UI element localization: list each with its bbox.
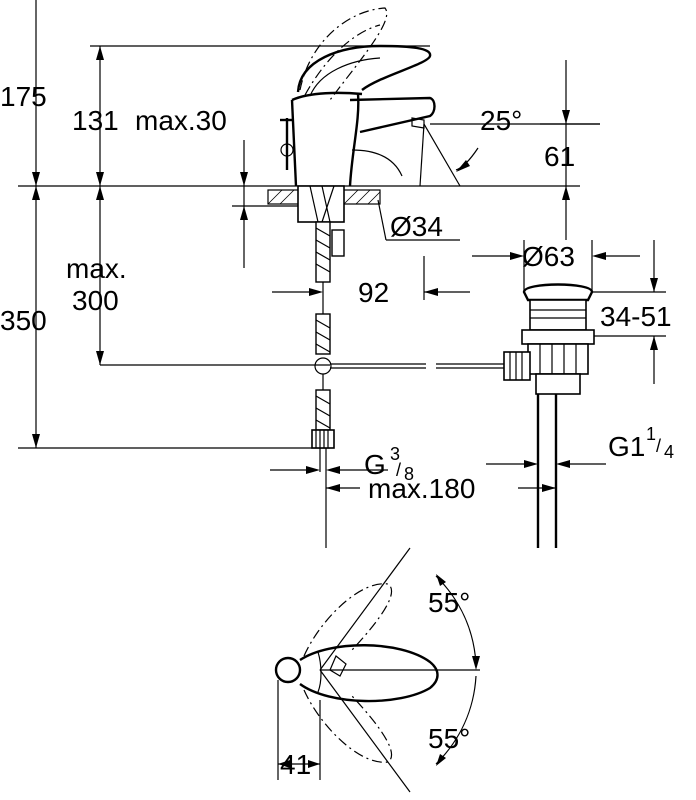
dim-g114-main: G1 [608,431,645,462]
dim-g38-num: 3 [390,444,400,464]
dim-61 [540,60,600,240]
dim-max30-arrows [232,140,300,268]
faucet-side-view [280,7,436,187]
deck-section [267,185,381,223]
waste-valve [503,283,595,548]
dim-angle55-top-label: 55° [428,587,470,618]
flex-hose [311,221,345,548]
dim-max180 [326,484,556,492]
dim-g38-main: G [364,449,386,480]
dim-g38 [270,466,388,474]
dim-g114-den: 4 [664,442,674,462]
dim-g114-slash: / [656,436,661,456]
dim-300-label: 300 [72,285,119,316]
dim-g114-num: 1 [646,424,656,444]
dim-dia63 [472,240,640,292]
dim-131 [96,46,104,365]
dim-dia34-label: Ø34 [390,211,443,242]
faucet-top-view [274,547,480,793]
dim-34-51 [592,240,666,384]
dim-g114 [486,460,606,468]
dim-92 [272,256,470,300]
dim-175-label: 175 [0,81,47,112]
dim-175-350 [32,0,40,448]
dim-41 [278,760,320,768]
dim-61-label: 61 [544,141,575,172]
dim-max30-label: max.30 [135,105,227,136]
dim-41-label: 41 [280,749,311,780]
dim-350-label: 350 [0,305,47,336]
dim-dia63-label: Ø63 [522,241,575,272]
popup-rod [330,363,506,369]
dim-max180-label: max.180 [368,473,475,504]
dim-25-label: 25° [480,105,522,136]
dim-g38-den: 8 [404,464,414,484]
dim-angle55-bottom-label: 55° [428,723,470,754]
dim-max-label: max. [66,253,127,284]
dim-g38-slash: / [396,460,401,480]
dim-34-51-label: 34-51 [600,301,672,332]
dim-131-label: 131 [72,105,119,136]
dim-92-label: 92 [358,277,389,308]
dim-dia34 [377,199,460,241]
